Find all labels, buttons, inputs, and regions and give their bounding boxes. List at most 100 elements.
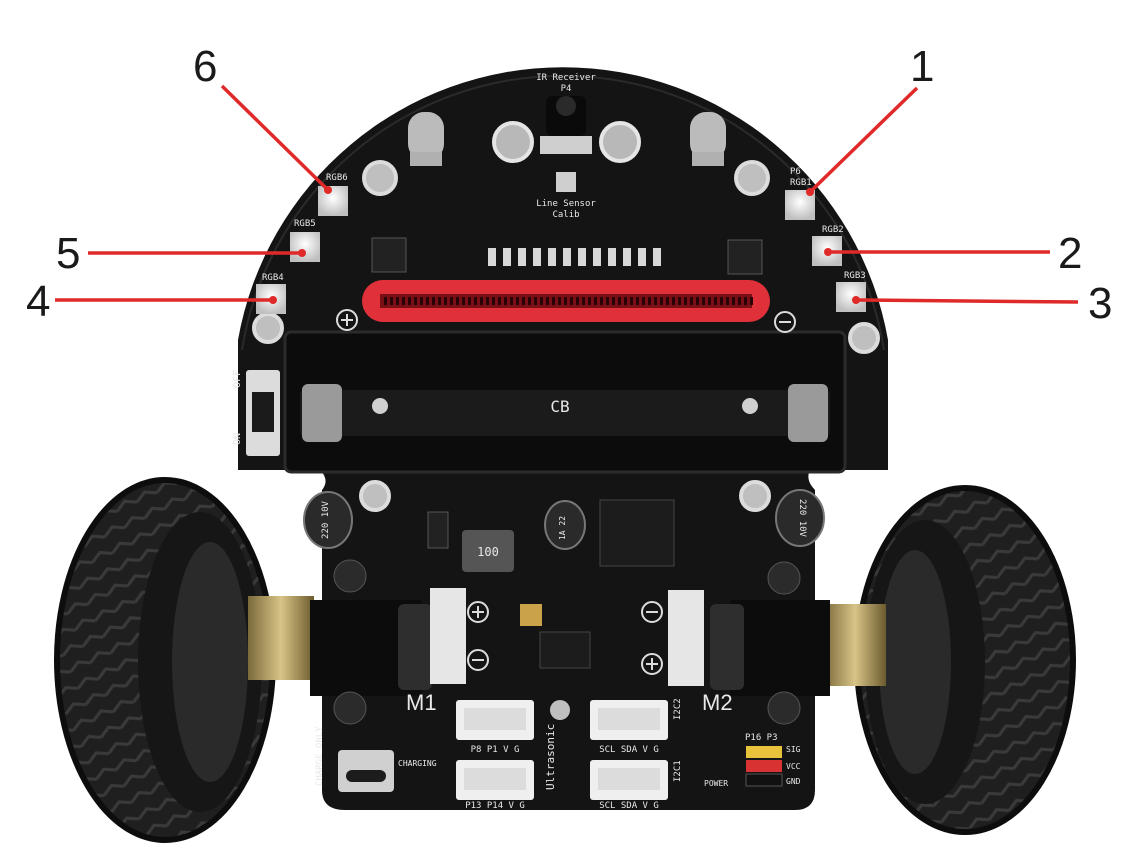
edge-pin [432,297,435,305]
sensor-component [563,248,571,266]
capacitor-center: 1A 22 [544,500,586,550]
rgb5-led: RGB5 [290,219,320,262]
edge-pin [486,297,489,305]
svg-text:VCC: VCC [786,762,801,771]
edge-pin [462,297,465,305]
sensor-component [593,248,601,266]
svg-text:100: 100 [477,545,499,559]
edge-pin [390,297,393,305]
callout-number-1: 1 [910,42,935,91]
sensor-component [488,248,496,266]
edge-pin [414,297,417,305]
edge-pin [420,297,423,305]
edge-pin [492,297,495,305]
callout-lines [55,84,1079,304]
svg-text:220 10V: 220 10V [321,500,331,539]
edge-pin [498,297,501,305]
edge-pin [474,297,477,305]
motor-right: M2 [668,561,886,725]
connector-i2c2: SCL SDA V G I2C2 [590,698,683,755]
edge-pin [576,297,579,305]
callout-number-3: 3 [1088,279,1113,328]
sensor-component [653,248,661,266]
inductor: 100 [462,530,514,572]
edge-pin [552,297,555,305]
svg-text:SCL SDA V G: SCL SDA V G [599,801,659,811]
edge-pin [600,297,603,305]
edge-pin [456,297,459,305]
edge-pin [516,297,519,305]
ir-receiver-label: IR Receiver [536,73,596,83]
edge-pin [636,297,639,305]
callout-number-2: 2 [1058,229,1083,278]
svg-text:CB: CB [550,397,569,416]
edge-pin [684,297,687,305]
callout-number-4: 4 [26,277,51,326]
edge-pin [606,297,609,305]
edge-pin [396,297,399,305]
line-sensor-label: Line Sensor [536,199,596,209]
rgb4-label: RGB4 [262,273,284,283]
edge-pin [450,297,453,305]
charge-only-label: CHARGE ONLY [315,726,325,786]
ir-receiver: IR Receiver P4 [492,73,641,163]
callout-line-1 [808,86,919,194]
callout-number-6: 6 [193,42,218,91]
right-wheel [854,485,1076,835]
edge-pin [660,297,663,305]
edge-pin [744,297,747,305]
callout-line-3 [855,298,1079,304]
svg-text:SCL SDA V G: SCL SDA V G [599,745,659,755]
edge-pin [408,297,411,305]
edge-pin [714,297,717,305]
rgb-leds: P6 RGB1 RGB2 RGB3 RGB4 RGB5 RGB6 [256,167,866,314]
edge-pin [666,297,669,305]
left-wheel [54,477,276,843]
callout-number-5: 5 [56,229,81,278]
edge-pin [582,297,585,305]
svg-text:P8 P1 V G: P8 P1 V G [471,745,520,755]
edge-pin [522,297,525,305]
edge-pin [402,297,405,305]
edge-pin [564,297,567,305]
edge-pin [648,297,651,305]
sensor-component [518,248,526,266]
rgb2-label: RGB2 [822,225,844,235]
edge-pin [618,297,621,305]
svg-text:P13 P14 V G: P13 P14 V G [465,801,525,811]
svg-text:220 10V: 220 10V [797,499,807,538]
edge-pin [726,297,729,305]
svg-text:SIG: SIG [786,745,801,754]
edge-pin [720,297,723,305]
edge-pin [558,297,561,305]
edge-pin [696,297,699,305]
edge-pin [504,297,507,305]
edge-pin [678,297,681,305]
edge-pin [570,297,573,305]
polarity-marks [336,309,796,675]
edge-pin [690,297,693,305]
power-label: POWER [704,779,728,788]
edge-pin [642,297,645,305]
capacitor-left: 220 10V [303,491,353,549]
sensor-component [503,248,511,266]
rgb6-label: RGB6 [326,173,348,183]
edge-pin [702,297,705,305]
rgb1-label: RGB1 [790,178,812,188]
power-switch: OFF ON [232,370,280,456]
servo-header: P16 P3 SIG VCC GND POWER [704,733,801,788]
edge-pin [654,297,657,305]
svg-text:I2C1: I2C1 [673,760,683,782]
ir-p4-label: P4 [561,84,572,94]
callout-dots [269,186,860,304]
ic-chips [427,499,675,669]
edge-pin [546,297,549,305]
rgb3-led: RGB3 [836,271,866,312]
connector-i2c1: SCL SDA V G I2C1 [590,760,683,811]
edge-pin [708,297,711,305]
sensor-component [533,248,541,266]
ultrasonic-label: Ultrasonic [544,724,557,790]
edge-pin [594,297,597,305]
m2-label: M2 [702,690,733,715]
